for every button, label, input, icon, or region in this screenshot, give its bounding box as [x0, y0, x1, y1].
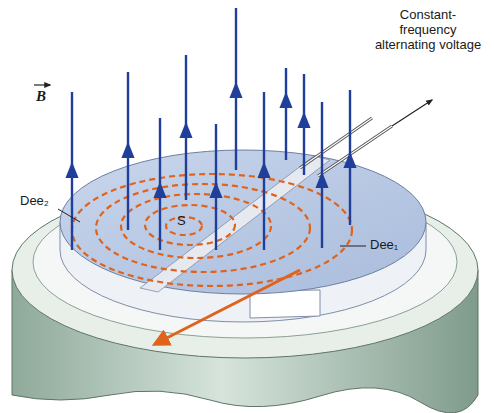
voltage-label: Constant-frequency alternating voltage: [372, 8, 484, 53]
field-symbol: B: [36, 88, 46, 105]
source-label: S: [177, 214, 186, 229]
dee-label: Dee₁: [370, 238, 398, 253]
dee-label: Dee₂: [20, 194, 49, 209]
